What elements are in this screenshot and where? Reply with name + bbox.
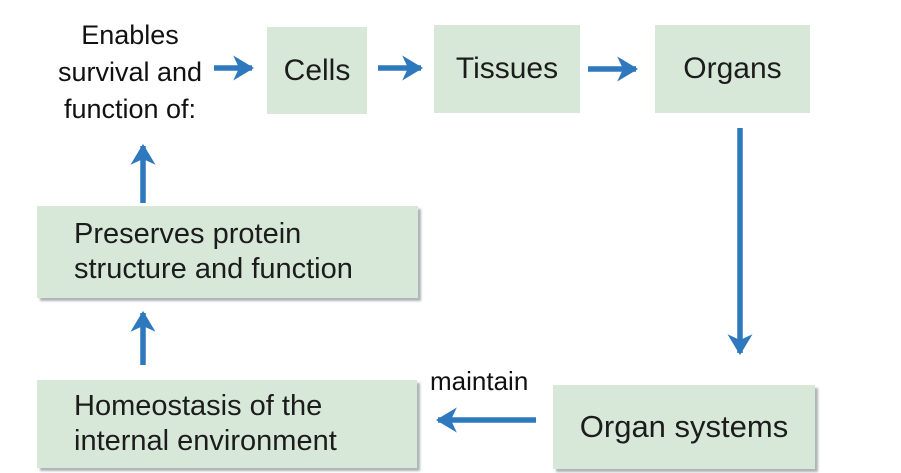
enables-label-line2: survival and bbox=[57, 57, 203, 87]
enables-label-line1: Enables bbox=[81, 20, 179, 50]
box-homeostasis: Homeostasis of the internal environment bbox=[37, 380, 417, 468]
box-cells-label: Cells bbox=[283, 53, 351, 87]
box-homeostasis-line2: internal environment bbox=[74, 425, 337, 457]
enables-label-line3: function of: bbox=[63, 94, 197, 124]
box-homeostasis-line1: Homeostasis of the bbox=[74, 390, 323, 422]
box-preserves-line1: Preserves protein bbox=[74, 218, 302, 250]
enables-survival-label: Enables survival and function of: bbox=[45, 17, 215, 128]
box-organs-label: Organs bbox=[683, 52, 782, 85]
box-cells: Cells bbox=[267, 27, 367, 114]
box-preserves-line2: structure and function bbox=[74, 253, 353, 285]
box-tissues: Tissues bbox=[434, 25, 580, 113]
box-tissues-label: Tissues bbox=[455, 52, 559, 85]
maintain-arrow-label: maintain bbox=[430, 366, 529, 396]
box-organ-systems: Organ systems bbox=[553, 385, 815, 469]
box-organs: Organs bbox=[655, 25, 810, 113]
box-preserves-protein: Preserves protein structure and function bbox=[37, 206, 418, 298]
box-organ-systems-label: Organ systems bbox=[579, 409, 789, 444]
